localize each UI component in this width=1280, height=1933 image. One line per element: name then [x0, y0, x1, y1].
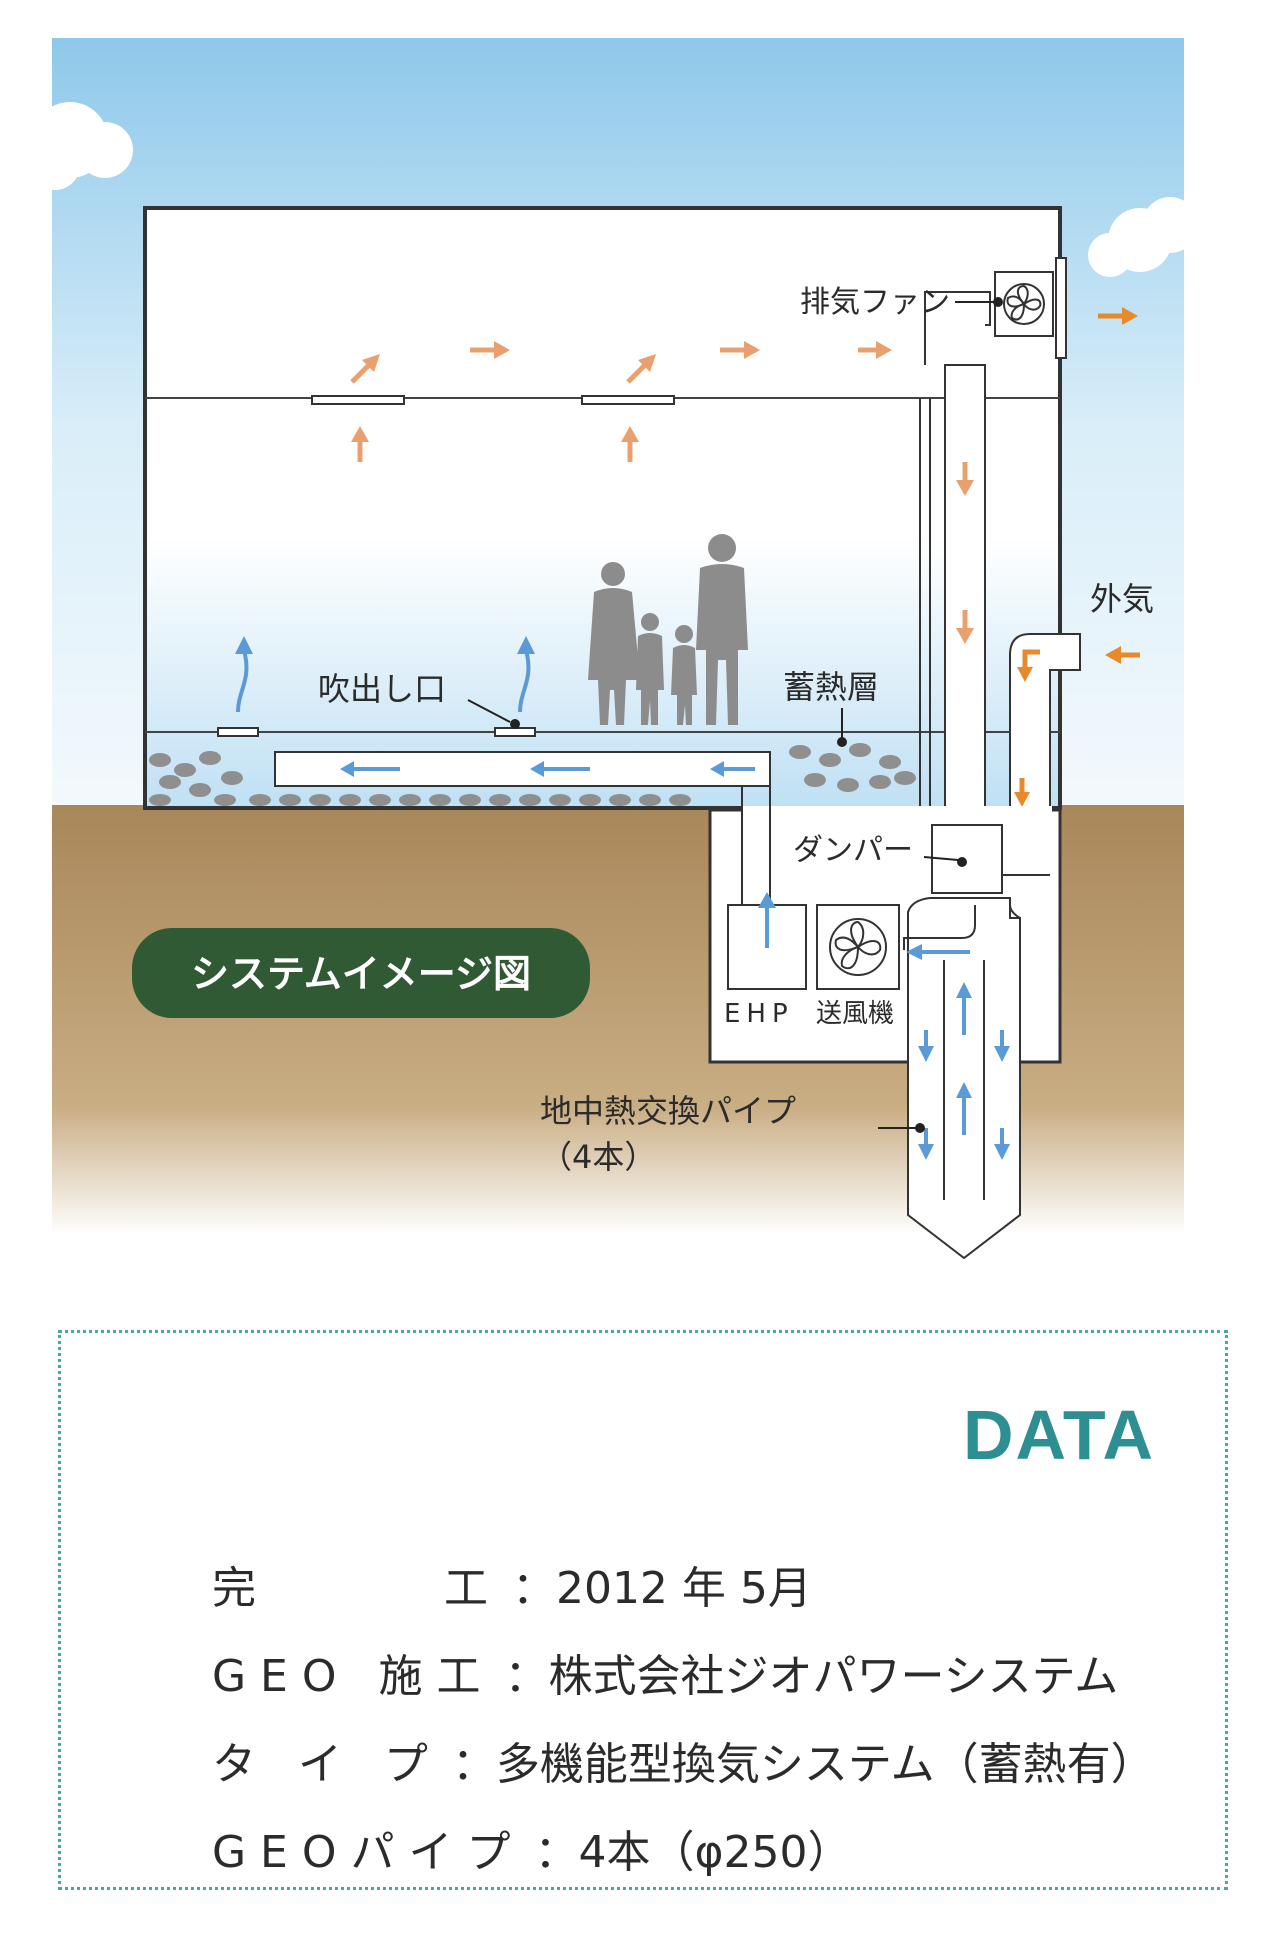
data-value: ：2012 年 5月: [511, 1563, 812, 1614]
diagram-title-badge: [132, 928, 590, 1018]
data-value: ：株式会社ジオパワーシステム: [504, 1651, 1119, 1702]
ground-pipe: [907, 904, 1021, 1260]
label-ehp: EHP: [724, 999, 794, 1029]
rising-cool-air: [236, 649, 531, 713]
label-pipe-line1: 地中熱交換パイプ: [540, 1092, 796, 1130]
arrow-head: [235, 636, 253, 654]
outlet-marker: [510, 719, 520, 729]
label-pipe-line2: （4本）: [540, 1138, 656, 1176]
data-key: GEO 施工: [211, 1651, 495, 1702]
data-key: 完 工: [211, 1563, 502, 1614]
data-row-type: タ イ プ：多機能型換気システム（蓄熱有）: [156, 1677, 1155, 1843]
ceiling-vent: [581, 395, 675, 405]
label-heat-storage: 蓄熱層: [783, 668, 879, 706]
pipe-cool-arrows: [906, 944, 1010, 1160]
data-title: DATA: [962, 1396, 1155, 1474]
exhaust-duct: [924, 291, 991, 365]
data-value: ：多機能型換気システム（蓄熱有）: [451, 1739, 1155, 1790]
heat-storage-stones: [149, 743, 916, 806]
label-outside-air: 外気: [1090, 580, 1154, 618]
label-damper: ダンパー: [793, 833, 913, 868]
pipe-connector: [903, 905, 976, 950]
storage-marker: [837, 737, 847, 747]
arrow-head: [517, 636, 535, 654]
diagram-title: システムイメージ図: [191, 952, 531, 996]
pipe-top: [907, 897, 1011, 918]
ceiling-vent: [311, 395, 405, 405]
label-exhaust-fan: 排気ファン: [800, 285, 950, 320]
cloud-left: [30, 102, 133, 190]
system-diagram: システムイメージ図 排気ファン 外気 吹出し口 蓄熱層 ダンパー EHP 送風機…: [30, 38, 1198, 1260]
exhaust-out-arrow: [1098, 307, 1138, 325]
data-row-completion: 完 工：2012 年 5月: [156, 1501, 812, 1667]
warm-arrows: [350, 341, 892, 462]
fan-icon: [1003, 283, 1045, 325]
cool-arrows: [340, 761, 755, 777]
data-row-constructor: GEO 施工：株式会社ジオパワーシステム: [156, 1589, 1118, 1755]
data-row-pipe: GEOパイプ：4本（φ250）: [156, 1765, 852, 1931]
outlet-leader: [467, 699, 511, 723]
return-duct: [944, 364, 986, 821]
blower-fan-icon: [829, 918, 887, 976]
damper-marker: [957, 857, 967, 867]
arrow-head: [1017, 667, 1033, 682]
cloud-right: [1088, 197, 1198, 277]
data-panel: DATA 完 工：2012 年 5月 GEO 施工：株式会社ジオパワーシステム …: [58, 1330, 1228, 1890]
pipe-marker: [915, 1123, 925, 1133]
wall-vent: [1055, 257, 1067, 359]
data-key: タ イ プ: [211, 1739, 442, 1790]
damper-leader: [923, 856, 959, 861]
data-value: ：4本（φ250）: [534, 1827, 852, 1878]
family-silhouette: [588, 534, 748, 725]
floor-outlet: [217, 727, 259, 737]
label-outlet: 吹出し口: [318, 670, 446, 708]
data-key: GEOパイプ: [211, 1827, 525, 1878]
label-blower: 送風機: [816, 999, 894, 1029]
fan-marker: [993, 297, 1003, 307]
floor-outlet: [494, 727, 536, 737]
outside-air-arrow: [1105, 646, 1140, 664]
machine-room-mask: [742, 806, 1052, 812]
ehp-up-arrow: [758, 892, 776, 948]
arrow-head: [1014, 792, 1030, 807]
